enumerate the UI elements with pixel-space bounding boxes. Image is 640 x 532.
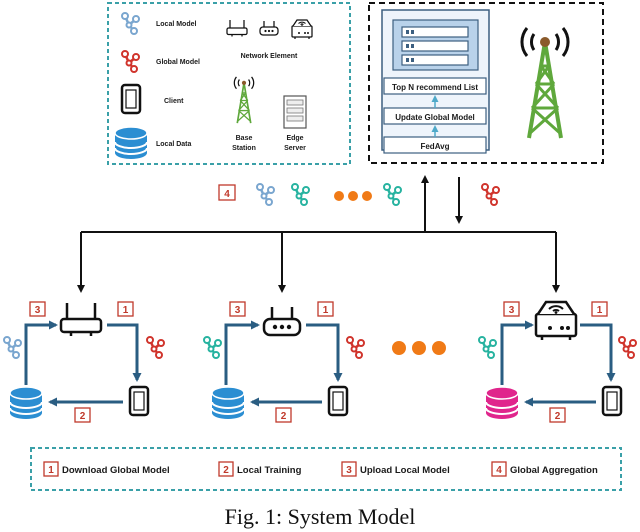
global-model-icon [145,335,166,360]
router-icon [534,300,578,342]
global-model-icon [480,182,501,207]
step-legend-1-number: 1 [48,465,54,476]
download-arrow [580,323,616,382]
local-data-database-icon [211,386,245,420]
update-global-label: Update Global Model [395,113,475,122]
step-legend-2-box [218,461,234,477]
step-legend-3-number: 3 [346,465,352,476]
top-n-box [383,77,487,95]
step-legend-2-number: 2 [223,465,229,476]
legend-global-model: Global Model [156,59,200,66]
step-legend-4-label: Global Aggregation [510,465,598,476]
step-legend-2-label: Local Training [237,465,302,476]
step-legend-4-number: 4 [496,465,502,476]
step-legend-4-box [491,461,507,477]
legend-base-line1: Base [236,135,253,142]
router-icon [59,301,103,338]
ellipsis-dot [412,341,426,355]
step-4-box [218,184,236,201]
step-legend-3-box [341,461,357,477]
step-1-box [117,301,134,317]
step-legend-box [30,447,622,491]
step-3-number: 3 [235,305,241,316]
global-model-icon [617,335,638,360]
legend-edge-line2: Server [284,145,306,152]
step-2-number: 2 [555,411,561,422]
global-model-icon [345,335,366,360]
local-model-icon [2,335,23,360]
ellipsis-dot [362,191,372,201]
local-model-icon [382,182,403,207]
ellipsis-dot [334,191,344,201]
upload-arrow [500,320,534,385]
legend-edge-line1: Edge [286,135,303,142]
local-model-icon [477,335,498,360]
step-1-box [317,301,334,317]
step-legend-1-label: Download Global Model [62,465,170,476]
ellipsis-dot [348,191,358,201]
step-3-number: 3 [509,305,515,316]
step-3-box [503,301,520,317]
upload-arrow [24,320,58,385]
client-phone-icon [327,385,349,417]
step-1-number: 1 [323,305,329,316]
download-arrow [107,323,142,382]
step-2-number: 2 [80,411,86,422]
step-legend-3-label: Upload Local Model [360,465,450,476]
step-legend-1-box [43,461,59,477]
local-model-icon [202,335,223,360]
legend-client: Client [164,98,184,105]
client-phone-icon [120,83,142,115]
router-icon [262,305,302,337]
legend-local-data: Local Data [156,141,192,148]
step-2-number: 2 [281,411,287,422]
download-arrow [306,323,343,382]
local-model-icon [255,182,276,207]
local-data-database-icon [485,386,519,420]
step-2-box [275,407,292,423]
top-n-label: Top N recommend List [392,83,478,92]
step-3-box [229,301,246,317]
step-1-number: 1 [597,305,603,316]
step-3-number: 3 [35,305,41,316]
network-router-icon-3 [291,19,313,40]
step-2-box [74,407,91,423]
client-phone-icon [128,385,150,417]
client-phone-icon [601,385,623,417]
legend-network-element: Network Element [241,53,298,60]
legend-local-model: Local Model [156,21,197,28]
figure-caption: Fig. 1: System Model [225,504,416,529]
step-1-box [591,301,608,317]
edge-server-icon [283,95,307,129]
step-1-number: 1 [123,305,129,316]
ellipsis-dot [392,341,406,355]
local-data-database-icon [9,386,43,420]
fedavg-label: FedAvg [420,142,449,151]
legend-base-line2: Station [232,145,256,152]
local-model-icon [290,182,311,207]
step-3-box [29,301,46,317]
ellipsis-dot [432,341,446,355]
local-data-database-icon [114,126,148,160]
step-2-box [549,407,566,423]
upload-arrow [224,320,260,385]
step-4-number: 4 [224,189,230,200]
